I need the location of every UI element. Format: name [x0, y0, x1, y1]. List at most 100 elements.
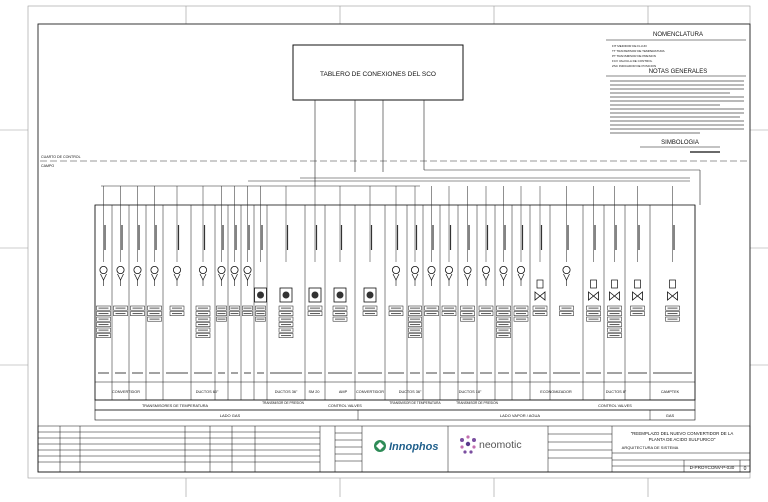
nomenclature-panel: NOMENCLATURA FIT MEDIDOR DE FLUJO TT TRA…	[606, 32, 746, 153]
bottom-label-band	[94, 409, 696, 421]
valve-actuator	[536, 279, 544, 289]
temperature-transmitter-symbol	[116, 265, 125, 274]
valve-actuator	[634, 279, 641, 289]
group-label: CONVERTIDOR	[356, 390, 384, 394]
temperature-transmitter-symbol	[133, 265, 142, 274]
project-title-line-2: PLANTA DE ACIDO SULFURICO"	[649, 437, 716, 442]
innophos-logo: Innophos	[374, 440, 439, 453]
group-label: SM 20	[309, 390, 320, 394]
revision-number: 0	[744, 466, 747, 472]
group-label: AMP	[339, 390, 348, 394]
group-label: DUCTOS 36"	[275, 390, 298, 394]
transmitter-body	[218, 273, 225, 281]
bottom-label: LADO VAPOR / AGUA	[500, 413, 540, 418]
group-label: DUCTOS 60"	[196, 390, 219, 394]
group-label: DUCTOS 18"	[459, 390, 482, 394]
transmitter-body	[517, 273, 525, 281]
nomenclature-item: FIT MEDIDOR DE FLUJO	[612, 44, 647, 48]
control-valve-symbol	[534, 291, 546, 301]
temperature-transmitter-symbol	[481, 265, 490, 274]
drawing-number: D-PROYCONV-P-030	[690, 465, 735, 470]
general-notes-text	[610, 80, 744, 134]
transmitter-dial	[366, 291, 374, 299]
temperature-transmitter-symbol	[410, 265, 419, 274]
transmitter-body	[173, 273, 181, 281]
mid-label: TRANSMISOR DE PRESION	[456, 401, 498, 405]
general-notes-title: NOTAS GENERALES	[649, 69, 708, 75]
connection-board-box	[292, 44, 464, 101]
title-block	[37, 425, 751, 473]
temperature-transmitter-symbol	[99, 265, 108, 274]
temperature-transmitter-symbol	[150, 265, 159, 274]
transmitter-body	[134, 273, 141, 281]
mid-label: CONTROL VALVES	[328, 404, 362, 408]
control-valve-symbol	[632, 291, 643, 301]
temperature-transmitter-symbol	[172, 265, 181, 274]
temperature-transmitter-symbol	[444, 265, 453, 274]
transmitter-body	[392, 273, 400, 281]
valve-actuator	[669, 279, 676, 289]
temperature-transmitter-symbol	[499, 265, 508, 274]
neomotic-logo: neomotic	[460, 435, 522, 454]
transmitter-body	[482, 273, 490, 281]
transmitter-body	[199, 273, 207, 281]
control-valve-symbol	[609, 291, 620, 301]
transmitter-dial	[257, 291, 264, 299]
symbology-title: SIMBOLOGIA	[661, 140, 699, 146]
instrument-columns	[94, 186, 696, 400]
transmitter-body	[100, 273, 107, 281]
transmitter-body	[151, 273, 158, 281]
transmitter-body	[244, 273, 251, 281]
nomenclature-item: FCV VALVULA DE CONTROL	[612, 59, 653, 63]
valve-actuator	[590, 279, 597, 289]
temperature-transmitter-symbol	[391, 265, 400, 274]
drawing-title: ARQUITECTURA DE SISTEMA	[622, 445, 679, 450]
transmitter-body	[117, 273, 124, 281]
transmitter-body	[428, 273, 435, 281]
transmitter-body	[464, 273, 471, 281]
group-label: ECONOMIZADOR	[540, 390, 572, 394]
nomenclature-item: TT TRANSMISOR DE TEMPERATURA	[612, 49, 665, 53]
nomenclature-item: PT TRANSMISOR DE PRESION	[612, 54, 656, 58]
field-label: CAMPO	[41, 164, 54, 168]
neomotic-wordmark: neomotic	[479, 439, 522, 451]
group-label: DUCTOS 36"	[399, 390, 422, 394]
field-instrument-panel	[94, 204, 696, 401]
trunk-cables	[314, 100, 701, 205]
temperature-transmitter-symbol	[230, 265, 239, 274]
group-label: DUCTOS 8"	[606, 390, 627, 394]
temperature-transmitter-symbol	[427, 265, 436, 274]
temperature-transmitter-symbol	[243, 265, 252, 274]
temperature-transmitter-symbol	[217, 265, 226, 274]
transmitter-body	[500, 273, 507, 281]
group-label: CAMPTEK	[661, 390, 680, 394]
distribution-buses	[101, 177, 690, 187]
mid-label: TRANSMISOR DE PRESION	[262, 401, 304, 405]
transmitter-body	[445, 273, 453, 281]
transmitter-body	[563, 273, 570, 281]
temperature-transmitter-symbol	[463, 265, 472, 274]
temperature-transmitter-symbol	[198, 265, 207, 274]
nomenclature-item: ZSC INDICADOR DE POSICION	[612, 64, 656, 68]
connection-board-title: TABLERO DE CONEXIONES DEL SCO	[320, 71, 436, 78]
group-label: CONVERTIDOR	[112, 390, 140, 394]
mid-label: TRANSMISOR DE TEMPERATURA	[389, 401, 441, 405]
control-valve-symbol	[588, 291, 599, 301]
transmitter-dial	[311, 291, 319, 299]
control-room-label: CUARTO DE CONTROL	[41, 155, 81, 159]
bottom-label: GAS	[666, 413, 675, 418]
control-valve-symbol	[667, 291, 678, 301]
mid-label: CONTROL VALVES	[598, 404, 632, 408]
temperature-transmitter-symbol	[517, 265, 526, 274]
project-title-line-1: "REEMPLAZO DEL NUEVO CONVERTIDOR DE LA	[631, 431, 734, 436]
transmitter-dial	[336, 291, 344, 299]
nomenclature-title: NOMENCLATURA	[653, 32, 703, 38]
valve-actuator	[611, 279, 618, 289]
transmitter-dial	[282, 291, 290, 299]
bottom-label: LADO GAS	[220, 413, 241, 418]
mid-label: TRANSMISORES DE TEMPERATURA	[142, 404, 209, 408]
temperature-transmitter-symbol	[562, 265, 571, 274]
transmitter-body	[411, 273, 419, 281]
